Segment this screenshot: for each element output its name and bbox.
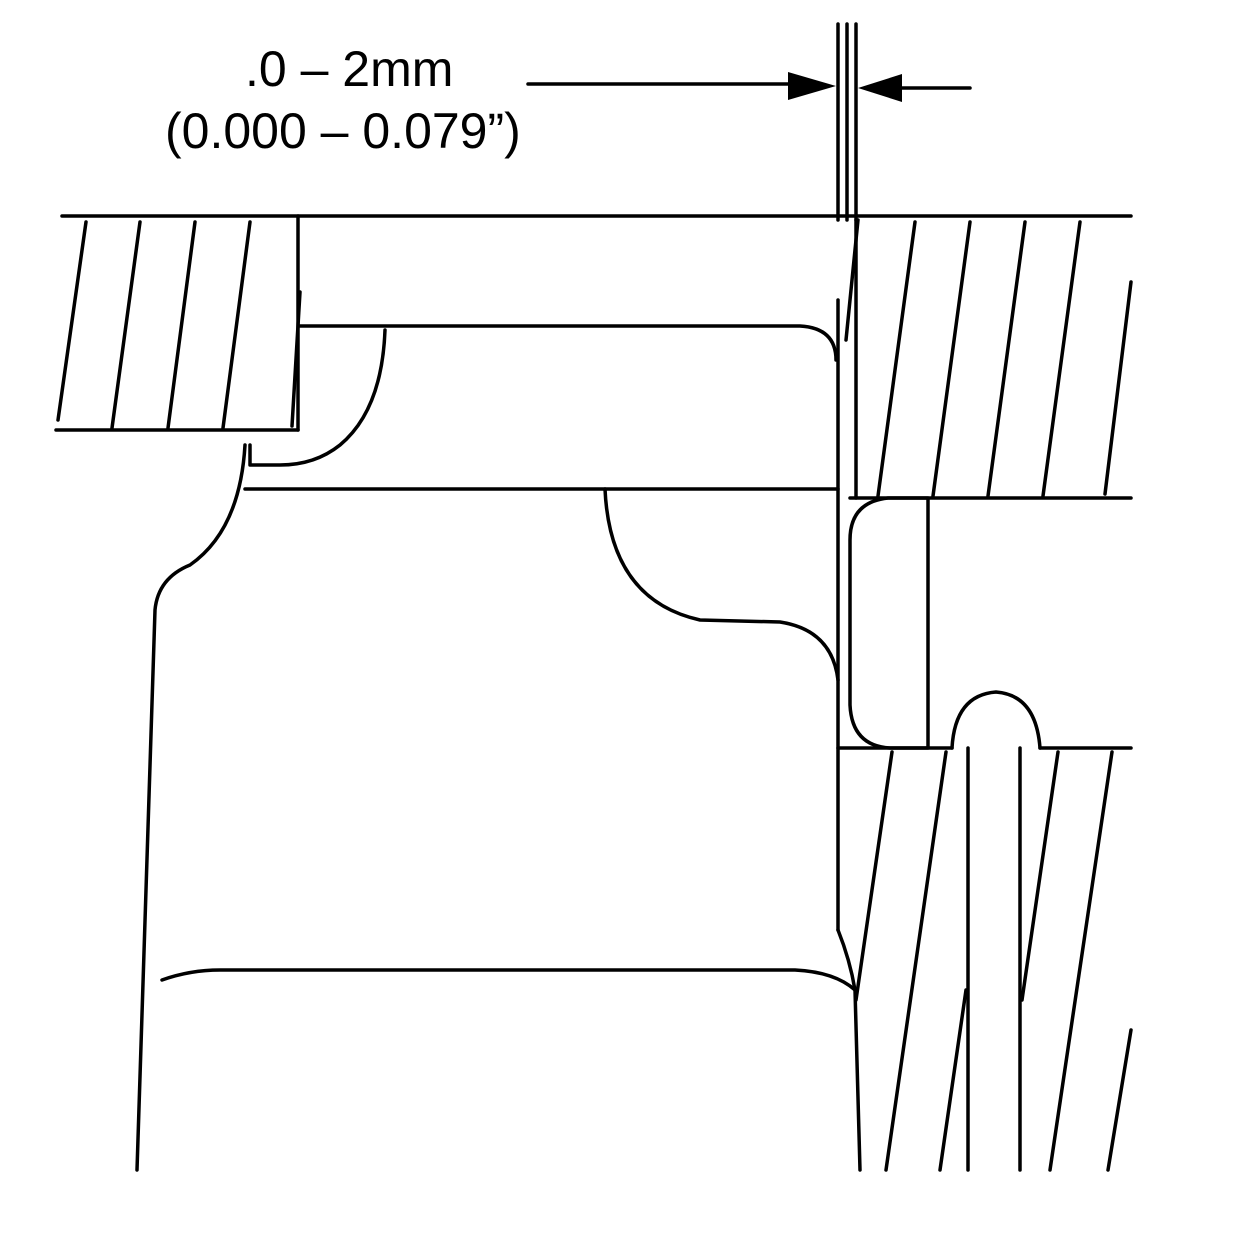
housing-lower-right xyxy=(836,690,1133,1172)
shaft xyxy=(135,218,862,1172)
housing-upper-right xyxy=(848,220,1133,500)
dimension-label-inches: (0.000 – 0.079”) xyxy=(165,103,521,159)
dimension-label-mm: .0 – 2mm xyxy=(245,41,454,97)
seal-ring xyxy=(848,496,930,750)
housing-upper-left xyxy=(54,214,1133,432)
dimension-arrows xyxy=(526,22,972,222)
